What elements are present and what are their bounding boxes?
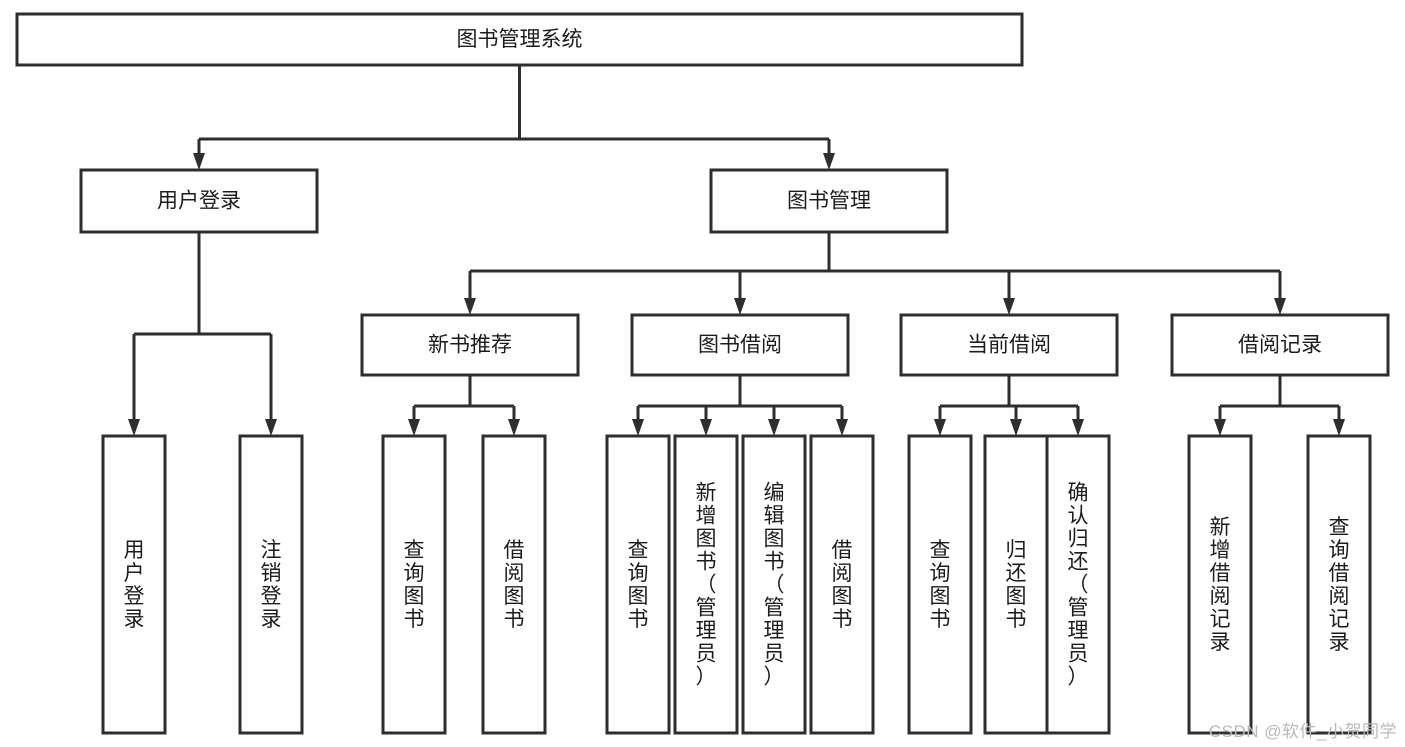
node-leaf-user-login[interactable]: 用户登录 xyxy=(101,434,167,735)
node-leaf-add-book-admin[interactable]: 新增图书（管理员） xyxy=(673,434,739,735)
node-leaf-query-borrow-record-label: 查询借阅记录 xyxy=(1329,516,1350,654)
node-leaf-borrow-book-label: 借阅图书 xyxy=(832,539,853,631)
node-leaf-logout-box[interactable] xyxy=(238,434,304,735)
node-root-图书管理系统[interactable]: 图书管理系统 xyxy=(15,12,1024,67)
edge-user-login-arrow-2 xyxy=(265,334,277,436)
node-borrow-record-label: 借阅记录 xyxy=(1238,334,1322,357)
edge-book-manage-arrow-2 xyxy=(734,271,746,315)
edge-user-login-arrow-1 xyxy=(128,334,140,436)
node-new-book-recommend-box[interactable] xyxy=(360,313,580,377)
node-leaf-query-book-borrow-box[interactable] xyxy=(605,434,671,735)
node-leaf-query-book-borrow[interactable]: 查询图书 xyxy=(605,434,671,735)
node-leaf-query-book-current-box[interactable] xyxy=(907,434,973,735)
node-leaf-borrow-book-rec[interactable]: 借阅图书 xyxy=(481,434,547,735)
node-current-borrow-box[interactable] xyxy=(899,313,1119,377)
edge-book-borrow-arrow-2 xyxy=(700,406,712,436)
node-leaf-return-book[interactable]: 归还图书 xyxy=(983,434,1049,735)
edge-book-borrow-arrow-1 xyxy=(632,406,644,436)
node-leaf-add-borrow-record-box[interactable] xyxy=(1187,434,1253,735)
edge-root-arrow-1 xyxy=(193,139,205,170)
connector-layer xyxy=(128,65,1345,436)
node-book-borrow-label: 图书借阅 xyxy=(698,334,782,357)
node-book-manage-label: 图书管理 xyxy=(787,190,871,213)
node-leaf-add-borrow-record[interactable]: 新增借阅记录 xyxy=(1187,434,1253,735)
node-current-borrow-label: 当前借阅 xyxy=(967,334,1051,357)
node-new-book-recommend[interactable]: 新书推荐 xyxy=(360,313,580,377)
node-book-borrow-box[interactable] xyxy=(630,313,850,377)
node-leaf-borrow-book-rec-box[interactable] xyxy=(481,434,547,735)
node-leaf-query-borrow-record[interactable]: 查询借阅记录 xyxy=(1306,434,1372,735)
edge-current-borrow-arrow-2 xyxy=(1010,406,1022,436)
node-leaf-return-book-box[interactable] xyxy=(983,434,1049,735)
node-leaf-logout[interactable]: 注销登录 xyxy=(238,434,304,735)
edge-book-manage-arrow-3 xyxy=(1003,271,1015,315)
edge-current-borrow-arrow-1 xyxy=(934,406,946,436)
edge-root-arrow-2 xyxy=(823,139,835,170)
node-leaf-edit-book-admin-box[interactable] xyxy=(741,434,807,735)
node-user-login[interactable]: 用户登录 xyxy=(79,168,319,234)
node-leaf-add-book-admin-box[interactable] xyxy=(673,434,739,735)
node-user-login-label: 用户登录 xyxy=(157,190,241,213)
csdn-watermark: CSDN @软件_小贺同学 xyxy=(1208,722,1397,741)
node-leaf-query-book-current[interactable]: 查询图书 xyxy=(907,434,973,735)
node-current-borrow[interactable]: 当前借阅 xyxy=(899,313,1119,377)
node-book-manage-box[interactable] xyxy=(709,168,949,234)
node-leaf-borrow-book-rec-label: 借阅图书 xyxy=(504,539,525,631)
node-leaf-borrow-book[interactable]: 借阅图书 xyxy=(809,434,875,735)
node-leaf-query-book-rec-label: 查询图书 xyxy=(404,539,425,631)
edge-current-borrow-arrow-3 xyxy=(1072,406,1084,436)
node-leaf-query-book-rec-box[interactable] xyxy=(381,434,447,735)
edge-book-manage-arrow-1 xyxy=(464,271,476,315)
node-borrow-record[interactable]: 借阅记录 xyxy=(1170,313,1390,377)
node-leaf-return-book-label: 归还图书 xyxy=(1006,539,1027,631)
edge-new-book-recommend-arrow-2 xyxy=(508,406,520,436)
edge-book-manage-arrow-4 xyxy=(1274,271,1286,315)
node-user-login-box[interactable] xyxy=(79,168,319,234)
node-leaf-confirm-return-admin-label: 确认归还（管理员） xyxy=(1068,481,1089,688)
node-book-borrow[interactable]: 图书借阅 xyxy=(630,313,850,377)
edge-book-borrow-arrow-4 xyxy=(836,406,848,436)
edge-new-book-recommend-arrow-1 xyxy=(408,406,420,436)
node-leaf-user-login-box[interactable] xyxy=(101,434,167,735)
edge-borrow-record-arrow-1 xyxy=(1214,406,1226,436)
node-leaf-query-book-current-label: 查询图书 xyxy=(930,539,951,631)
edge-borrow-record-arrow-2 xyxy=(1333,406,1345,436)
node-leaf-logout-label: 注销登录 xyxy=(261,539,282,631)
node-leaf-edit-book-admin[interactable]: 编辑图书（管理员） xyxy=(741,434,807,735)
node-leaf-borrow-book-box[interactable] xyxy=(809,434,875,735)
node-root-图书管理系统-label: 图书管理系统 xyxy=(457,28,583,51)
node-leaf-query-borrow-record-box[interactable] xyxy=(1306,434,1372,735)
node-leaf-user-login-label: 用户登录 xyxy=(124,539,145,631)
node-leaf-edit-book-admin-label: 编辑图书（管理员） xyxy=(764,481,785,688)
node-leaf-add-book-admin-label: 新增图书（管理员） xyxy=(696,481,717,688)
node-new-book-recommend-label: 新书推荐 xyxy=(428,334,512,357)
node-book-manage[interactable]: 图书管理 xyxy=(709,168,949,234)
node-leaf-query-book-rec[interactable]: 查询图书 xyxy=(381,434,447,735)
node-layer: 图书管理系统用户登录图书管理新书推荐图书借阅当前借阅借阅记录用户登录注销登录查询… xyxy=(15,12,1390,735)
node-root-图书管理系统-box[interactable] xyxy=(15,12,1024,67)
node-leaf-confirm-return-admin-box[interactable] xyxy=(1045,434,1111,735)
node-leaf-query-book-borrow-label: 查询图书 xyxy=(628,539,649,631)
node-leaf-confirm-return-admin[interactable]: 确认归还（管理员） xyxy=(1045,434,1111,735)
node-leaf-add-borrow-record-label: 新增借阅记录 xyxy=(1210,516,1231,654)
edge-book-borrow-arrow-3 xyxy=(768,406,780,436)
node-borrow-record-box[interactable] xyxy=(1170,313,1390,377)
